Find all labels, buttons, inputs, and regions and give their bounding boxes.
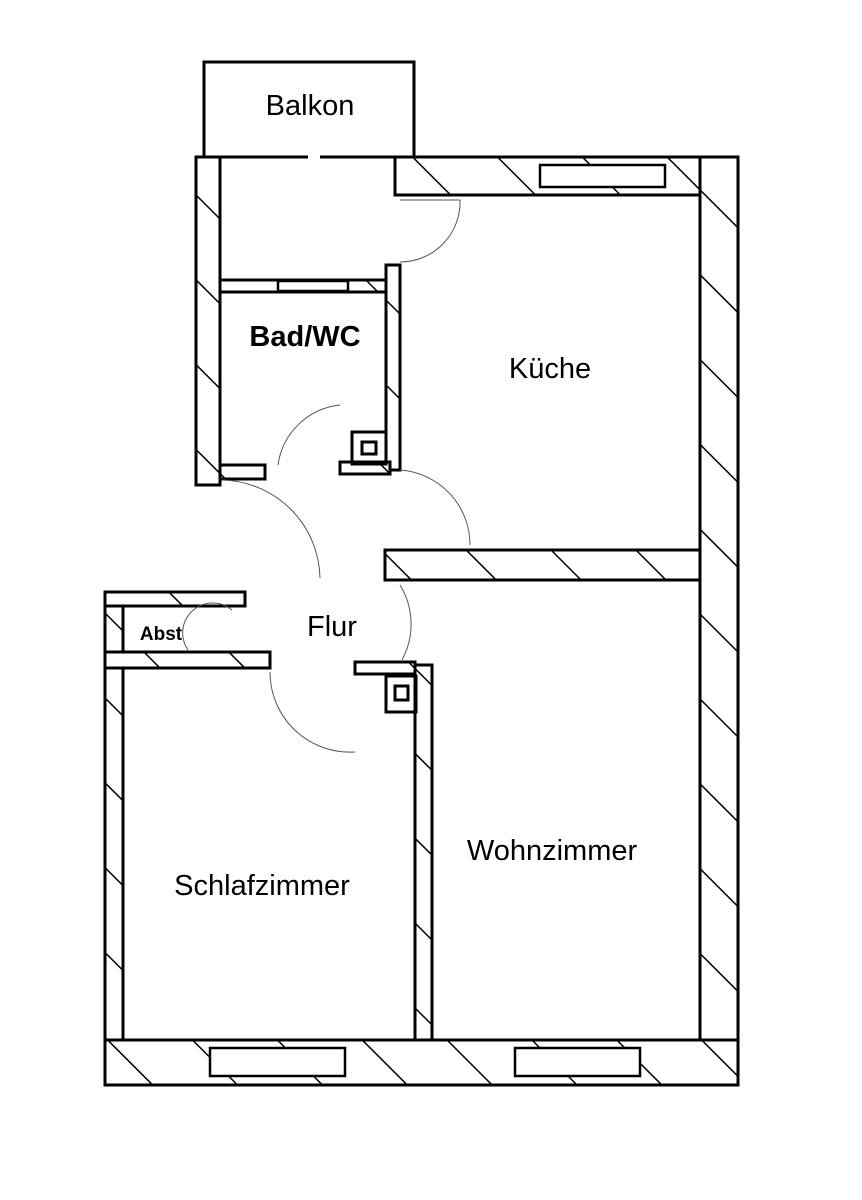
- room-label-abst: Abst: [140, 624, 183, 645]
- room-label-flur: Flur: [307, 611, 357, 643]
- room-label-balkon: Balkon: [266, 90, 355, 122]
- room-label-kueche: Küche: [509, 353, 591, 385]
- room-label-wohnzimmer: Wohnzimmer: [467, 835, 638, 867]
- door-swings: [182, 199, 471, 753]
- walls: [103, 155, 740, 1087]
- chimney: [350, 430, 418, 714]
- room-label-schlafzimmer: Schlafzimmer: [174, 870, 350, 902]
- room-label-bad: Bad/WC: [249, 321, 360, 353]
- windows: [208, 163, 667, 1078]
